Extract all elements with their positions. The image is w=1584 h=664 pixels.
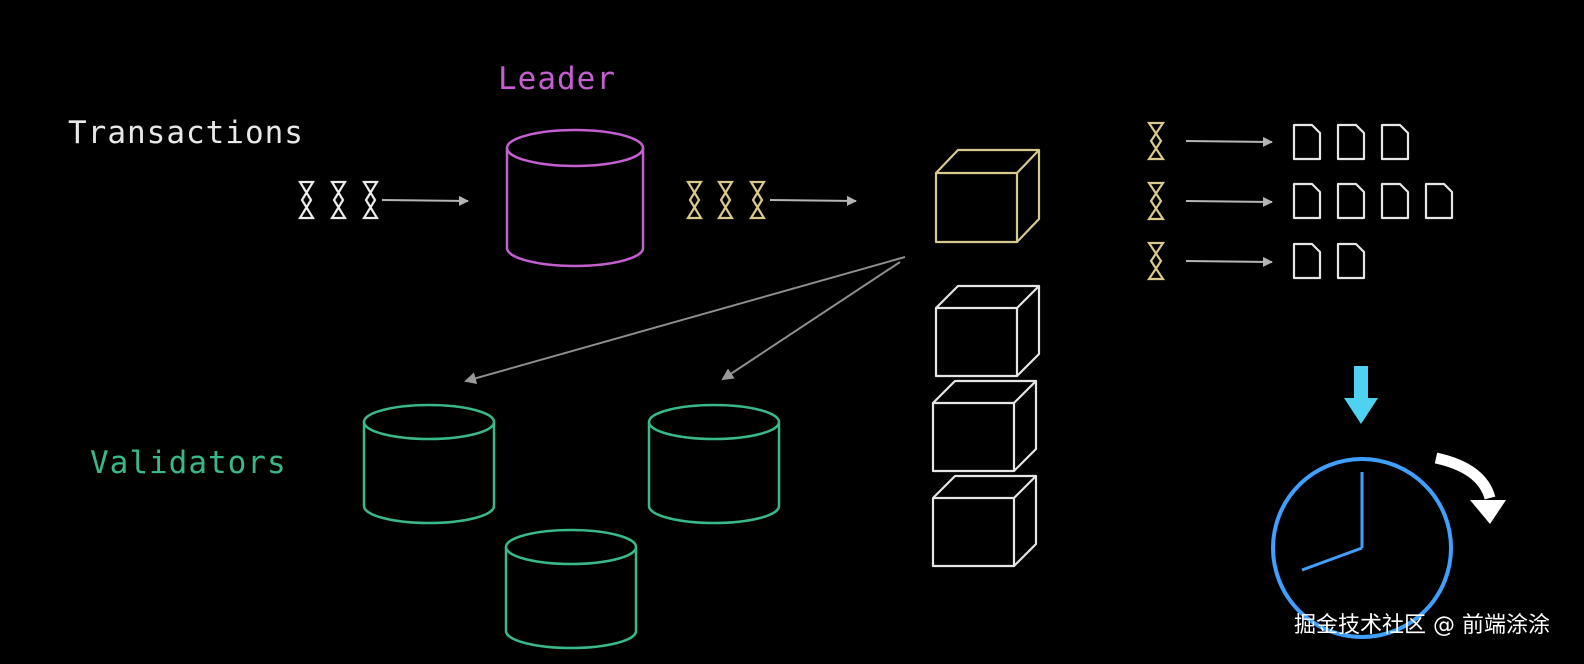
document-icon <box>1292 182 1322 220</box>
signed-transactions <box>686 180 766 220</box>
leader-database-icon <box>505 128 645 268</box>
hourglass-icon <box>749 180 766 220</box>
document-icon <box>1336 242 1366 280</box>
hourglass-icon <box>717 180 734 220</box>
block-cube-icon <box>931 474 1038 568</box>
clock-icon <box>1271 457 1453 639</box>
incoming-transactions <box>298 180 379 220</box>
arrow-icon <box>464 256 906 385</box>
arrow-icon <box>381 195 469 206</box>
document-icon <box>1292 242 1322 280</box>
validator-database-icon <box>362 403 496 525</box>
validators-label: Validators <box>90 445 287 481</box>
watermark-text: 掘金技术社区 @ 前端涂涂 <box>1294 613 1550 638</box>
execution-rows <box>1146 121 1454 281</box>
leader-label: Leader <box>498 61 616 97</box>
hourglass-icon <box>1146 181 1166 221</box>
document-icon <box>1380 182 1410 220</box>
block-cube-icon <box>931 379 1038 473</box>
hourglass-icon <box>1146 121 1166 161</box>
document-icon <box>1380 123 1410 161</box>
arrow-icon <box>1185 256 1273 267</box>
transactions-label: Transactions <box>68 115 304 151</box>
document-icon <box>1292 123 1322 161</box>
arrow-icon <box>721 261 901 381</box>
arrow-icon <box>1185 136 1273 147</box>
down-arrow-icon <box>1344 366 1378 424</box>
hourglass-icon <box>686 180 703 220</box>
rotate-arrow-icon <box>1434 452 1506 524</box>
hourglass-icon <box>330 180 347 220</box>
document-icon <box>1424 182 1454 220</box>
hourglass-icon <box>362 180 379 220</box>
document-icon <box>1336 182 1366 220</box>
hourglass-icon <box>298 180 315 220</box>
block-cube-icon <box>934 284 1041 378</box>
validator-database-icon <box>647 403 781 525</box>
hourglass-icon <box>1146 241 1166 281</box>
document-icon <box>1336 123 1366 161</box>
arrow-icon <box>1185 196 1273 207</box>
validator-database-icon <box>504 528 638 650</box>
block-cube-icon <box>934 148 1041 244</box>
arrow-icon <box>769 195 857 206</box>
